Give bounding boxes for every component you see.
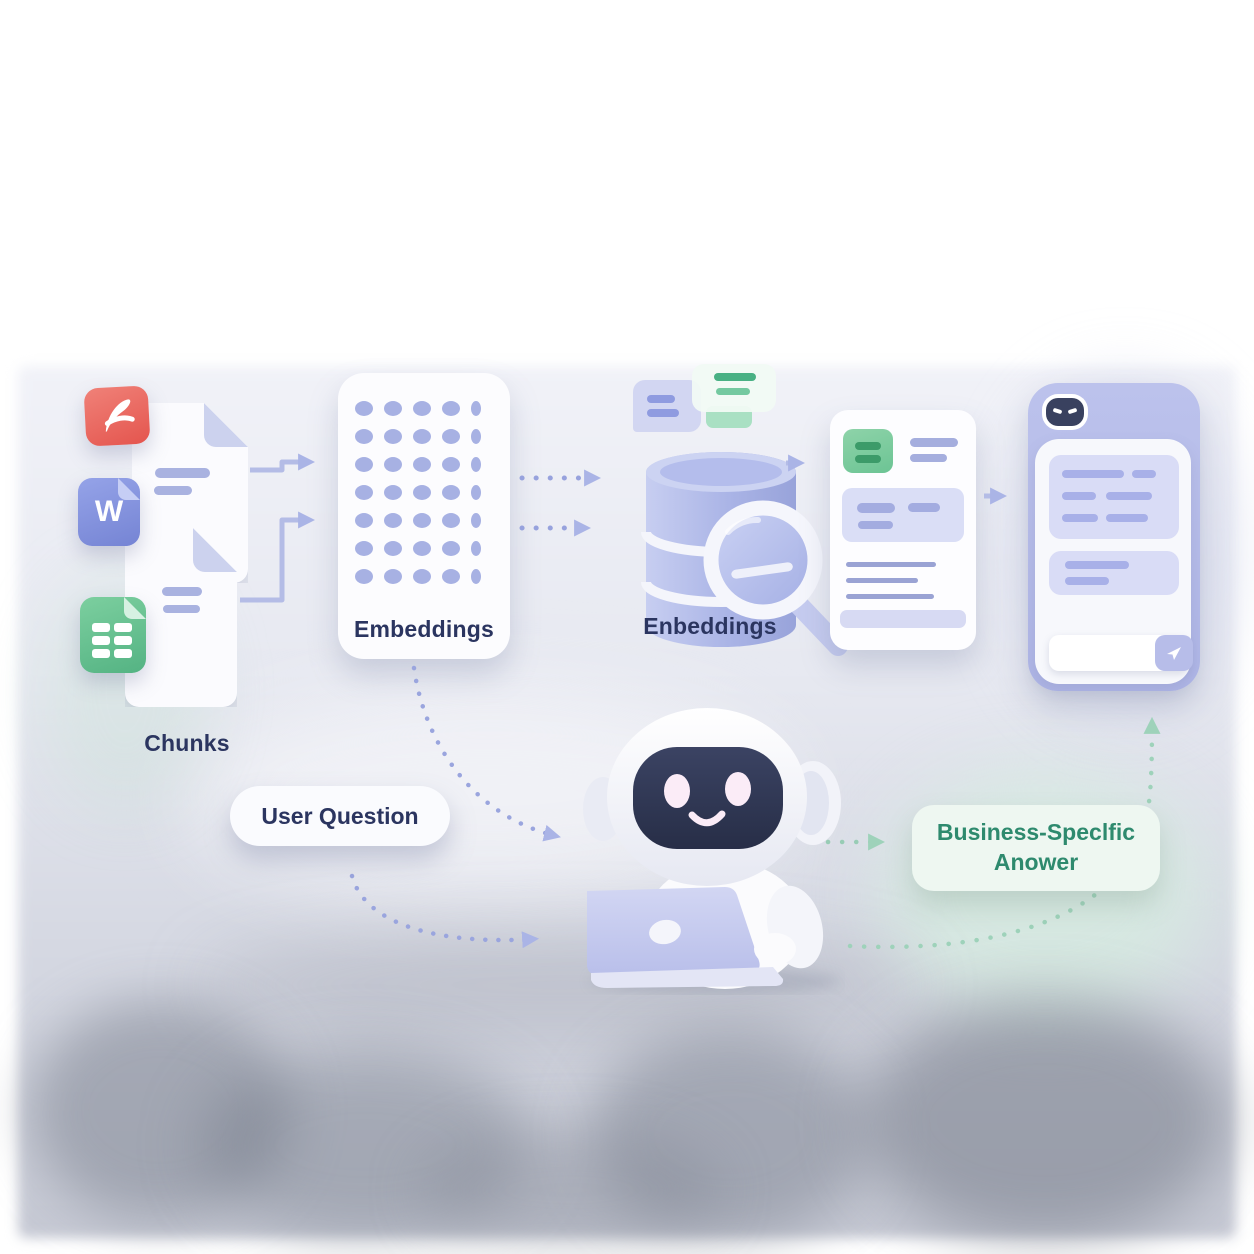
text-line (1065, 577, 1109, 585)
text-line (647, 409, 679, 417)
text-line (714, 373, 756, 381)
text-line (1062, 470, 1124, 478)
message-input (1049, 635, 1193, 671)
chunks-label: Chunks (144, 730, 230, 756)
spreadsheet-file-icon (80, 597, 146, 673)
pdf-file-icon (83, 385, 151, 447)
text-line (1065, 561, 1129, 569)
text-line (162, 587, 202, 596)
background-smudge (590, 1030, 870, 1240)
green-snippet-icon (843, 429, 893, 473)
embedding-dot-matrix (355, 401, 481, 597)
text-line (1132, 470, 1156, 478)
arrow-answer-to-phone (847, 716, 1161, 950)
text-line (910, 454, 947, 462)
chat-bubble-lavender (633, 380, 701, 432)
text-line (716, 388, 750, 395)
text-line (846, 562, 936, 567)
send-button (1155, 635, 1193, 671)
user-question-pill: User Question (230, 786, 450, 846)
laptop-base (591, 967, 784, 988)
background-smudge (200, 1050, 530, 1240)
enbeddings-label: Enbeddings (643, 613, 777, 639)
user-question-text: User Question (261, 802, 419, 829)
highlighted-passage (842, 488, 964, 542)
text-line (1062, 514, 1098, 522)
arrow-chunks-to-embeddings (250, 453, 316, 473)
chat-bubble-green (692, 364, 776, 412)
embeddings-label: Embeddings (353, 616, 494, 642)
robot-face-icon (1046, 398, 1084, 426)
text-line (1062, 492, 1096, 500)
robot-smile-icon (688, 810, 726, 827)
word-letter: W (94, 495, 124, 528)
text-line (647, 395, 675, 403)
text-line (1106, 514, 1148, 522)
background-smudge (860, 1000, 1230, 1240)
bot-avatar (1042, 394, 1088, 430)
vector-database-icon (628, 440, 858, 675)
business-answer-pill: Business-Speclfic Anower (912, 805, 1160, 891)
robot-eye-icon (725, 772, 751, 806)
embeddings-card: Embeddings (338, 373, 510, 659)
text-line (154, 486, 192, 495)
chat-message-bubble (1049, 455, 1179, 539)
word-file-icon: W (78, 478, 140, 546)
arrow-embeddings-to-robot (411, 665, 561, 842)
robot-eye-icon (664, 774, 690, 808)
text-line (155, 468, 210, 478)
arrow-question-to-robot (349, 873, 540, 949)
laptop-logo-icon (649, 919, 681, 945)
spreadsheet-grid-icon (92, 623, 132, 658)
text-line (163, 605, 200, 613)
chat-screen (1035, 439, 1193, 684)
answer-text-line1: Business-Speclfic (936, 819, 1136, 846)
background-smudge (30, 1000, 290, 1220)
text-line (1106, 492, 1152, 500)
chat-app-phone (1028, 383, 1200, 691)
card-footer-strip (840, 610, 966, 628)
chat-message-bubble (1049, 551, 1179, 595)
retrieved-document-card (830, 410, 976, 650)
robot-hand (754, 933, 796, 965)
text-line (846, 578, 918, 583)
robot-assistant (575, 685, 845, 995)
text-line (846, 594, 934, 599)
background-smudge (420, 1130, 720, 1250)
paper-plane-icon (1167, 647, 1181, 660)
robot-face-screen (633, 747, 783, 849)
arrow-chunks-to-embeddings (240, 511, 316, 603)
answer-text-line2: Anower (993, 849, 1079, 875)
text-line (910, 438, 958, 447)
